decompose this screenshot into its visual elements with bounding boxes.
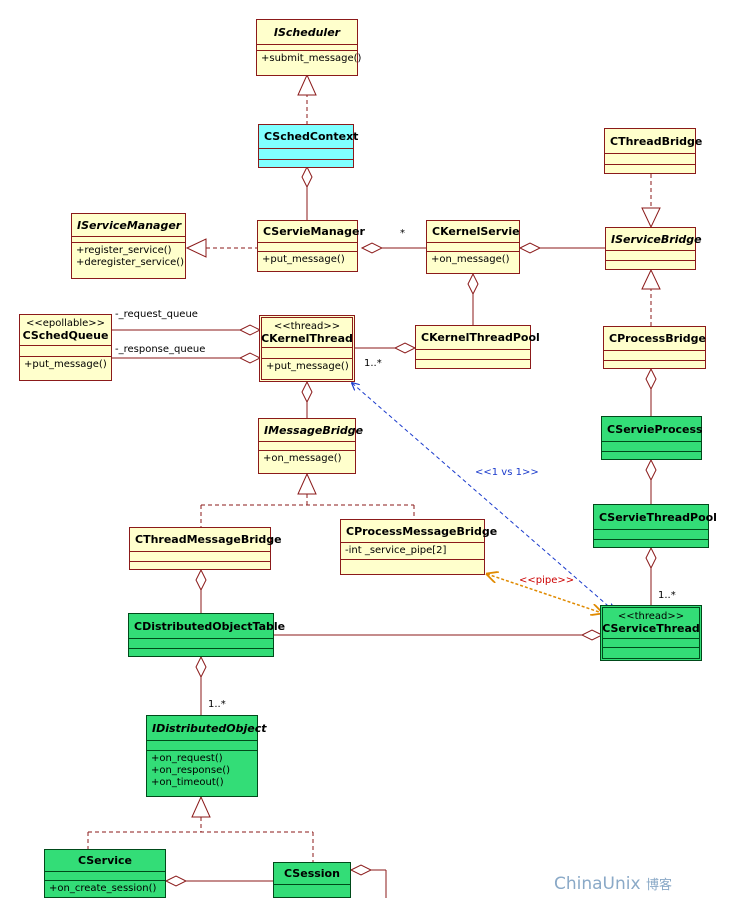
class-cservice[interactable]: CService +on_create_session() (44, 849, 166, 898)
class-ckernelservie[interactable]: CKernelServie +on_message() (426, 220, 520, 274)
aggregation-diamond (349, 864, 373, 876)
realization-triangle (297, 73, 317, 96)
class-cdistributedobjecttable[interactable]: CDistributedObjectTable (128, 613, 285, 657)
operation: +put_message() (24, 359, 107, 370)
label-pipe: <<pipe>> (519, 575, 575, 586)
stereotype: <<thread>> (273, 320, 341, 332)
class-cschedqueue[interactable]: <<epollable>> CSchedQueue +put_message() (19, 314, 112, 381)
class-cprocessmessagebridge[interactable]: CProcessMessageBridge -int _service_pipe… (340, 519, 497, 575)
class-ckernelthread[interactable]: <<thread>> CKernelThread +put_message() (259, 315, 355, 382)
aggregation-diamond (393, 342, 417, 354)
aggregation-diamond (645, 546, 657, 570)
label-multiplicity-kernel: 1..* (364, 358, 382, 369)
class-name: CServieThreadPool (594, 505, 717, 530)
class-name: CService (45, 850, 165, 872)
realization-triangle (641, 268, 661, 290)
realization-triangle (297, 472, 317, 495)
class-name: CThreadMessageBridge (130, 528, 282, 552)
class-name: CSession (274, 863, 350, 885)
aggregation-diamond (645, 367, 657, 391)
operation: +register_service() (76, 245, 172, 256)
class-cschedcontext[interactable]: CSchedContext (258, 124, 358, 168)
class-name: IScheduler (257, 20, 357, 45)
label-request-queue: -_request_queue (115, 309, 198, 320)
label-multiplicity-thread: 1..* (658, 590, 676, 601)
class-name: CServieManager (258, 221, 365, 243)
class-name: CSchedContext (259, 125, 358, 149)
label-multiplicity-star: * (400, 228, 405, 239)
class-iservicebridge[interactable]: IServiceBridge (605, 227, 702, 270)
operation: +on_timeout() (151, 777, 224, 788)
stereotype: <<thread>> (617, 611, 685, 622)
aggregation-diamond (580, 629, 604, 641)
realization-triangle (185, 238, 207, 258)
class-cthreadmessagebridge[interactable]: CThreadMessageBridge (129, 527, 282, 570)
class-name: CThreadBridge (605, 129, 702, 154)
class-name: IServiceBridge (606, 228, 702, 251)
operation: +on_request() (151, 753, 223, 764)
class-name: IMessageBridge (259, 419, 363, 442)
class-iservicemanager[interactable]: IServiceManager +register_service() +der… (71, 213, 186, 279)
realization-triangle (641, 207, 661, 229)
class-name: CDistributedObjectTable (129, 614, 285, 639)
aggregation-diamond (195, 655, 207, 679)
class-name: IServiceManager (72, 214, 185, 237)
class-cservieprocess[interactable]: CServieProcess (601, 416, 703, 460)
stereotype: <<epollable>> (25, 318, 106, 329)
operation: +on_message() (263, 453, 342, 464)
aggregation-diamond (164, 875, 188, 887)
label-response-queue: -_response_queue (115, 344, 206, 355)
attribute: -int _service_pipe[2] (345, 545, 447, 556)
aggregation-diamond (360, 242, 384, 254)
class-name: <<epollable>> CSchedQueue (20, 315, 111, 346)
class-name: CServieProcess (602, 417, 703, 442)
chinaunix-watermark: ChinaUnix 博客 (554, 874, 672, 894)
class-imessagebridge[interactable]: IMessageBridge +on_message() (258, 418, 363, 474)
class-idistributedobject[interactable]: IDistributedObject +on_request() +on_res… (146, 715, 267, 797)
class-name: IDistributedObject (147, 716, 267, 741)
pipe-processmsgbridge-servicethread (487, 574, 602, 613)
class-cservierthreadpool[interactable]: CServieThreadPool (593, 504, 717, 548)
class-name: <<thread>> CServiceThread (602, 608, 700, 639)
class-name: CKernelThreadPool (416, 326, 540, 350)
class-name: CProcessMessageBridge (341, 520, 497, 543)
class-csession[interactable]: CSession (273, 862, 351, 898)
operation: +on_message() (431, 254, 510, 265)
class-cservicethread[interactable]: <<thread>> CServiceThread (600, 605, 702, 661)
aggregation-diamond (238, 352, 262, 364)
aggregation-diamond (195, 568, 207, 592)
operation: +on_response() (151, 765, 231, 776)
operation: +deregister_service() (76, 257, 185, 268)
operation: +put_message() (266, 361, 349, 372)
aggregation-diamond (645, 458, 657, 482)
aggregation-diamond (301, 380, 313, 404)
class-ckernelthreadpool[interactable]: CKernelThreadPool (415, 325, 540, 369)
label-one-vs-one: <<1 vs 1>> (475, 467, 539, 478)
aggregation-diamond (238, 324, 262, 336)
realization-triangle (191, 795, 211, 818)
class-ischeduler[interactable]: IScheduler +submit_message() (256, 19, 362, 76)
class-cthreadbridge[interactable]: CThreadBridge (604, 128, 702, 174)
class-name: CKernelServie (427, 221, 520, 243)
label-multiplicity-object: 1..* (208, 699, 226, 710)
class-cserviemanager[interactable]: CServieManager +put_message() (257, 220, 365, 272)
aggregation-diamond (518, 242, 542, 254)
operation: +put_message() (262, 254, 345, 265)
aggregation-diamond (467, 272, 479, 296)
class-name: <<thread>> CKernelThread (261, 318, 353, 348)
aggregation-diamond (301, 165, 313, 189)
dependency-kernelthread-servicethread (352, 383, 614, 611)
operation: +on_create_session() (49, 883, 157, 894)
class-name: CProcessBridge (604, 327, 706, 351)
class-cprocessbridge[interactable]: CProcessBridge (603, 326, 706, 369)
operation: +submit_message() (261, 53, 362, 64)
